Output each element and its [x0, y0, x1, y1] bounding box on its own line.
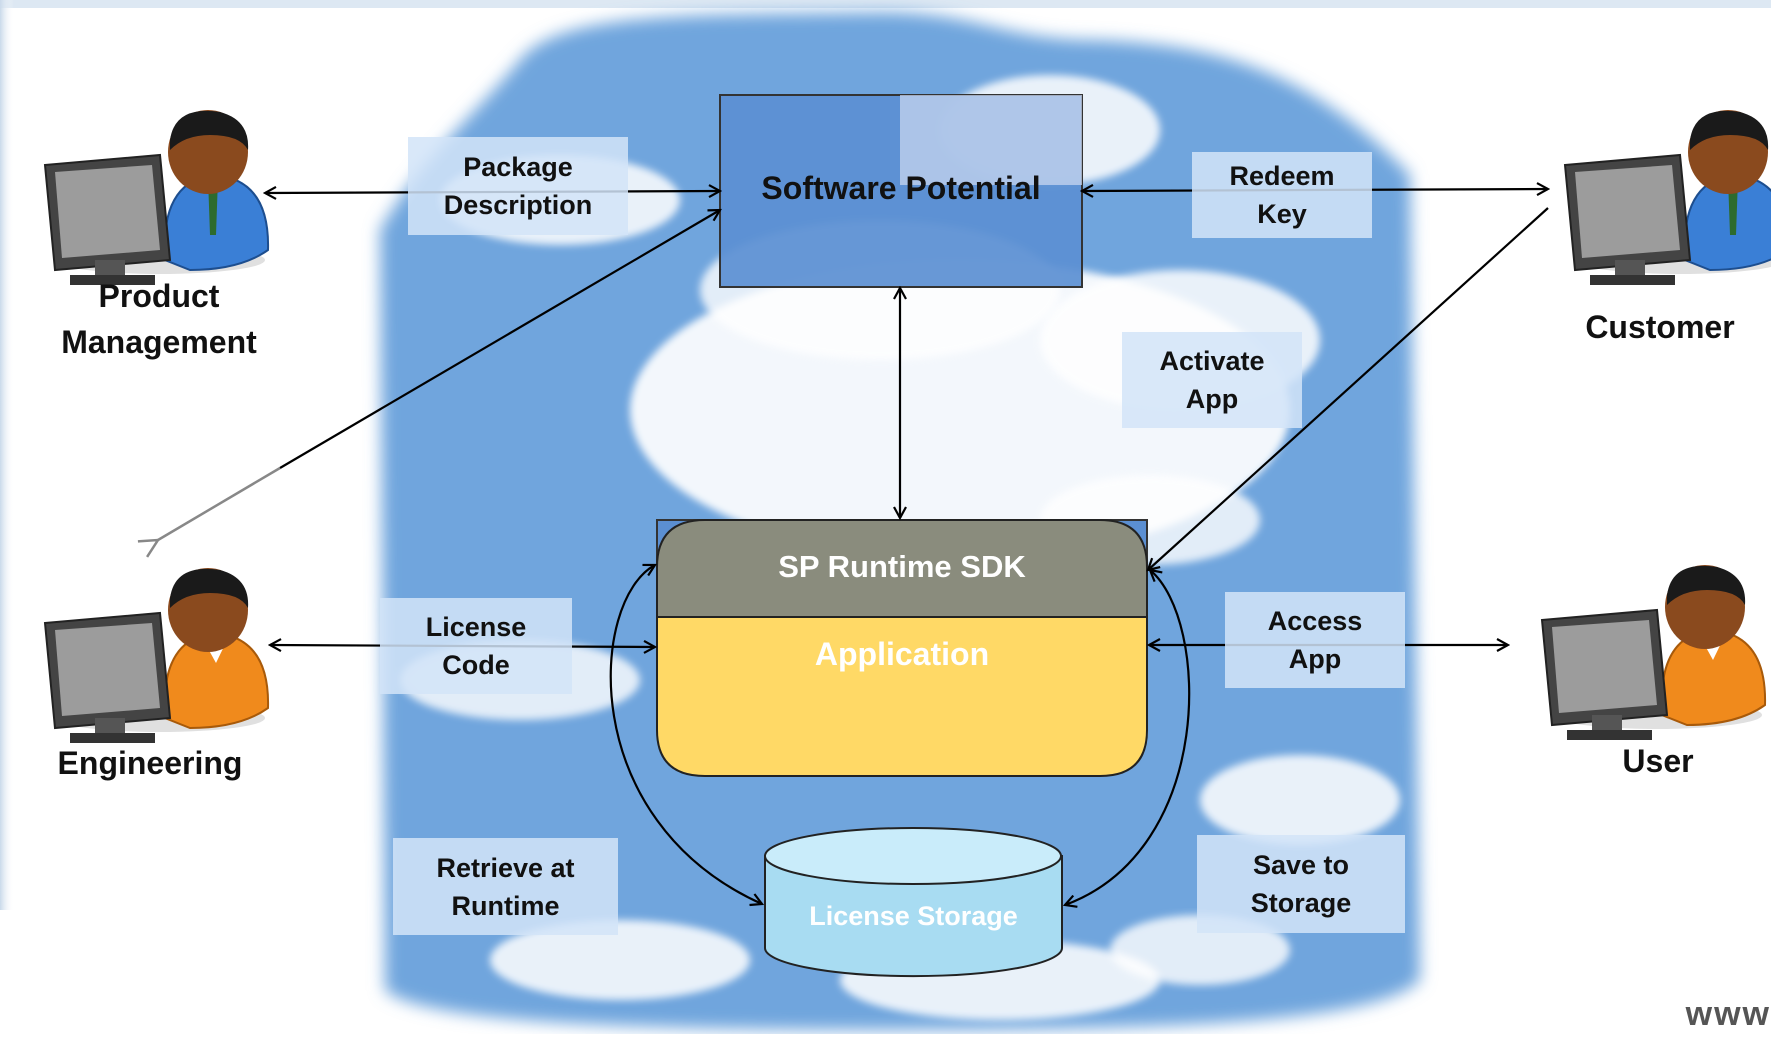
license-storage-cylinder	[764, 827, 1063, 978]
edge-save-storage	[1065, 570, 1191, 905]
user-label: User	[1622, 743, 1694, 779]
person-at-computer-icon	[43, 110, 270, 285]
connectors	[265, 189, 1548, 905]
edge-customer-sdk	[1148, 207, 1549, 570]
package-description-label: Package Description	[408, 137, 628, 235]
customer-label: Customer	[1585, 309, 1735, 345]
application-label: Application	[814, 636, 990, 672]
cloud	[1200, 755, 1400, 845]
sdk-label: SP Runtime SDK	[778, 549, 1026, 584]
person-at-computer-icon	[1563, 110, 1771, 285]
edge-sp-engineering	[279, 210, 720, 469]
edge-retrieve-runtime	[609, 565, 762, 904]
top-strip	[0, 0, 1771, 8]
person-at-computer-icon	[1540, 565, 1767, 740]
person-at-computer-icon	[43, 568, 270, 743]
redeem-key-label: Redeem Key	[1192, 152, 1372, 238]
license-storage-label: License Storage	[809, 901, 1018, 931]
engineering-label: Engineering	[57, 745, 243, 781]
box-highlight	[900, 95, 1082, 185]
left-edge-fade	[0, 0, 14, 910]
access-app-label: Access App	[1225, 592, 1405, 688]
license-code-label: License Code	[380, 598, 572, 694]
activate-app-label: Activate App	[1122, 332, 1302, 428]
product-management-label: Product Management	[61, 278, 257, 360]
retrieve-at-runtime-label: Retrieve at Runtime	[393, 838, 618, 935]
cloud	[490, 920, 750, 1000]
watermark-text: www	[1685, 995, 1771, 1033]
save-to-storage-label: Save to Storage	[1197, 835, 1405, 933]
edge-engineering-faded	[158, 466, 281, 540]
software-potential-label: Software Potential	[761, 170, 1041, 206]
